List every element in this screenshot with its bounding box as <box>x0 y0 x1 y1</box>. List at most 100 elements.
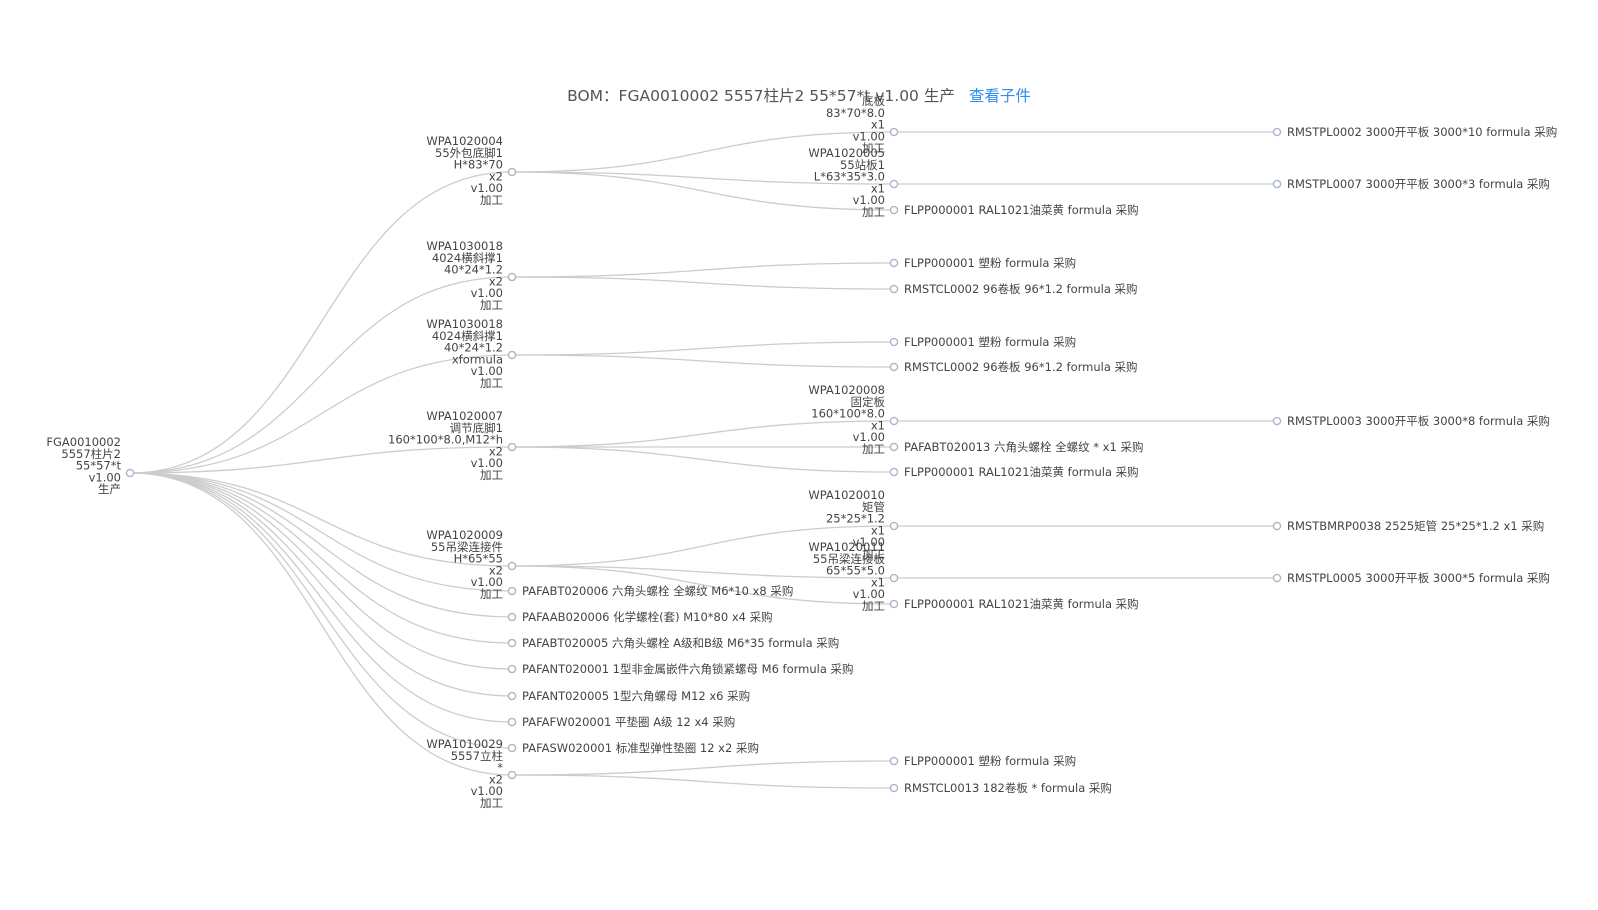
tree-node-dot[interactable] <box>507 561 517 571</box>
tree-node-dot[interactable] <box>889 284 899 294</box>
tree-edge <box>511 276 895 290</box>
tree-node-label-line: H*83*70 <box>454 158 503 172</box>
tree-node-label-line: 55*57*t <box>76 459 122 473</box>
tree-node-label-line: v1.00 <box>471 784 503 798</box>
view-children-link[interactable]: 查看子件 <box>968 87 1031 105</box>
tree-node-label-line: v1.00 <box>471 575 503 589</box>
tree-node-dot[interactable] <box>507 770 517 780</box>
tree-node-dot[interactable] <box>507 612 517 622</box>
tree-node-dot[interactable] <box>889 573 899 583</box>
tree-edge <box>511 131 895 173</box>
tree-node-label-line: x1 <box>871 181 885 195</box>
tree-node-dot[interactable] <box>507 717 517 727</box>
tree-node-label-line: v1.00 <box>853 129 885 143</box>
tree-edge <box>129 354 513 474</box>
tree-node-dot[interactable] <box>889 362 899 372</box>
tree-node-dot[interactable] <box>507 743 517 753</box>
tree-node-dot[interactable] <box>889 179 899 189</box>
tree-node-label-line: WPA1020008 <box>808 383 885 397</box>
tree-node-label-line: 4024横斜撑1 <box>432 329 503 343</box>
tree-leaf-label: PAFANT020001 1型非金属嵌件六角锁紧螺母 M6 formula 采购 <box>522 662 854 676</box>
tree-node-dot[interactable] <box>889 205 899 215</box>
tree-leaf-label: FLPP000001 RAL1021油菜黄 formula 采购 <box>904 465 1139 479</box>
tree-edge <box>129 472 513 749</box>
tree-node-dot[interactable] <box>507 442 517 452</box>
tree-leaf-label: RMSTPL0002 3000开平板 3000*10 formula 采购 <box>1287 125 1557 139</box>
tree-node-label-line: v1.00 <box>853 193 885 207</box>
tree-node-dot[interactable] <box>889 258 899 268</box>
tree-edge <box>129 472 513 618</box>
tree-edge <box>511 262 895 278</box>
tree-leaf-label: RMSTCL0013 182卷板 * formula 采购 <box>904 781 1112 795</box>
tree-node-dot[interactable] <box>889 756 899 766</box>
tree-node-dot[interactable] <box>507 586 517 596</box>
tree-node-dot[interactable] <box>1272 127 1282 137</box>
tree-node-label-line: v1.00 <box>853 430 885 444</box>
tree-node-label-line: x1 <box>871 575 885 589</box>
tree-node-label-line: WPA1020004 <box>426 134 503 148</box>
tree-edge <box>129 276 513 474</box>
tree-node-dot[interactable] <box>889 416 899 426</box>
tree-node-dot[interactable] <box>889 127 899 137</box>
tree-node-dot[interactable] <box>507 638 517 648</box>
tree-node-label-line: WPA1020011 <box>808 540 885 554</box>
tree-node-label-line: 55吊梁连接件 <box>431 540 503 554</box>
tree-leaf-label: FLPP000001 塑粉 formula 采购 <box>904 256 1076 270</box>
tree-node-dot[interactable] <box>1272 179 1282 189</box>
tree-leaf-label: FLPP000001 RAL1021油菜黄 formula 采购 <box>904 597 1139 611</box>
tree-edge <box>511 420 895 448</box>
tree-node-label-line: x2 <box>489 444 503 458</box>
tree-node-dot[interactable] <box>507 167 517 177</box>
tree-node-label-line: 加工 <box>480 376 503 390</box>
tree-node-label-line: 生产 <box>98 482 121 496</box>
tree-node-label-line: FGA0010002 <box>46 435 121 449</box>
tree-node-dot[interactable] <box>889 783 899 793</box>
tree-node-dot[interactable] <box>1272 416 1282 426</box>
tree-node-label-line: 160*100*8.0,M12*h <box>388 433 503 447</box>
tree-leaf-label: RMSTBMRP0038 2525矩管 25*25*1.2 x1 采购 <box>1287 519 1544 533</box>
tree-edge <box>129 472 513 592</box>
tree-leaf-label: PAFANT020005 1型六角螺母 M12 x6 采购 <box>522 689 750 703</box>
tree-node-label-line: x1 <box>871 118 885 132</box>
tree-edge <box>129 472 513 670</box>
tree-edge <box>511 354 895 368</box>
tree-leaf-label: FLPP000001 塑粉 formula 采购 <box>904 335 1076 349</box>
tree-edge <box>511 525 895 567</box>
tree-node-dot[interactable] <box>507 691 517 701</box>
tree-node-label-line: v1.00 <box>471 286 503 300</box>
tree-node-dot[interactable] <box>507 272 517 282</box>
tree-node-label-line: v1.00 <box>471 364 503 378</box>
tree-node-label-line: v1.00 <box>471 456 503 470</box>
tree-node-label-line: 55吊梁连接板 <box>813 552 886 566</box>
tree-node-label-line: * <box>497 761 503 775</box>
tree-node-dot[interactable] <box>1272 573 1282 583</box>
tree-node-label-line: L*63*35*3.0 <box>814 170 885 184</box>
tree-leaf-label: PAFABT020013 六角头螺栓 全螺纹 * x1 采购 <box>904 440 1143 454</box>
tree-node-label-line: x2 <box>489 169 503 183</box>
tree-node-dot[interactable] <box>507 350 517 360</box>
tree-node-dot[interactable] <box>125 468 135 478</box>
tree-node-label-line: WPA1020009 <box>426 528 503 542</box>
tree-node-dot[interactable] <box>889 467 899 477</box>
tree-node-dot[interactable] <box>1272 521 1282 531</box>
tree-node-dot[interactable] <box>889 442 899 452</box>
tree-node-label-line: 加工 <box>480 468 503 482</box>
tree-node-label-line: x1 <box>871 418 885 432</box>
tree-node-dot[interactable] <box>889 521 899 531</box>
tree-node-label-line: WPA1030018 <box>426 317 503 331</box>
tree-node-dot[interactable] <box>889 337 899 347</box>
tree-edge <box>511 446 895 473</box>
tree-node-label-line: x1 <box>871 523 885 537</box>
tree-node-label-line: v1.00 <box>89 470 121 484</box>
tree-edge <box>511 565 895 579</box>
tree-node-label-line: 83*70*8.0 <box>826 106 885 120</box>
tree-node-dot[interactable] <box>507 664 517 674</box>
tree-node-label-line: xformula <box>452 352 503 366</box>
tree-node-label-line: 55外包底脚1 <box>435 146 503 160</box>
tree-node-dot[interactable] <box>889 599 899 609</box>
tree-leaf-label: PAFABT020006 六角头螺栓 全螺纹 M6*10 x8 采购 <box>522 584 793 598</box>
tree-node-label-line: 调节底脚1 <box>450 421 503 435</box>
tree-node-label-line: 加工 <box>480 796 503 810</box>
tree-node-label-line: WPA1030018 <box>426 239 503 253</box>
